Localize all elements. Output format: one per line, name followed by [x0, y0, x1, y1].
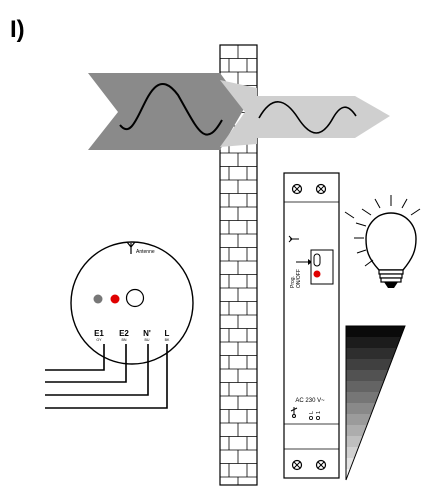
- sensor-wires: [45, 344, 168, 409]
- prog-pointer-arrowhead: [308, 259, 312, 265]
- prog-label: Prog.: [290, 276, 296, 288]
- din-actuator: Prog. ON/OFF AC 230 V~ L 1: [283, 172, 340, 479]
- gradient-band: [346, 447, 359, 458]
- voltage-label: AC 230 V~: [295, 398, 325, 404]
- sensor-terminals: E1 GY E2 BN N' BU L BK: [94, 329, 170, 342]
- gradient-band: [346, 326, 405, 337]
- antenna-icon: [288, 235, 299, 243]
- gradient-band: [346, 425, 368, 436]
- gradient-band: [346, 403, 376, 414]
- gradient-band: [346, 458, 355, 469]
- prog-button[interactable]: [313, 253, 321, 267]
- screw-icon: [315, 459, 327, 471]
- gradient-band: [346, 381, 384, 392]
- sensor-led: [110, 294, 120, 304]
- gradient-band: [346, 348, 397, 359]
- gradient-band: [346, 370, 389, 381]
- screw-icon: [291, 183, 303, 195]
- sine-wave-weak: [258, 101, 357, 134]
- screw-icon: [315, 183, 327, 195]
- sensor-button: [125, 288, 145, 308]
- terminal-color-code: BN: [122, 338, 127, 342]
- onoff-label: ON/OFF: [296, 269, 302, 288]
- dimming-gradient-triangle: [345, 325, 406, 481]
- terminal-color-code: BK: [165, 338, 170, 342]
- radio-wave-arrow: [88, 73, 390, 150]
- terminal-label: E2: [119, 329, 129, 338]
- terminal-label: L: [165, 329, 170, 338]
- terminal-label: L: [309, 411, 315, 414]
- terminal-screw: [315, 415, 320, 420]
- terminal-color-code: BU: [145, 338, 150, 342]
- gradient-band: [346, 359, 393, 370]
- screw-icon: [291, 459, 303, 471]
- gradient-band: [346, 392, 380, 403]
- terminal-screw: [308, 415, 313, 420]
- gradient-band: [346, 414, 372, 425]
- actuator-led: [313, 270, 321, 278]
- antenna-label: Antenne: [136, 249, 155, 255]
- load-symbol-icon: [290, 407, 298, 418]
- sine-wave-strong: [119, 83, 223, 136]
- terminal-label: 1: [316, 411, 322, 414]
- wave-arrow-light: [220, 80, 390, 147]
- sensor-indicator-grey: [93, 294, 103, 304]
- light-bulb-icon: [344, 195, 421, 288]
- wave-arrow-dark: [88, 73, 245, 150]
- gradient-band: [346, 337, 401, 348]
- figure-label: I): [10, 16, 25, 43]
- gradient-band: [346, 436, 363, 447]
- antenna-icon: [126, 241, 136, 254]
- radio-sensor: Antenne E1 GY E2 BN N' BU L BK: [70, 241, 194, 365]
- terminal-color-code: GY: [96, 338, 102, 342]
- terminal-label: E1: [94, 329, 104, 338]
- terminal-label: N': [143, 329, 151, 338]
